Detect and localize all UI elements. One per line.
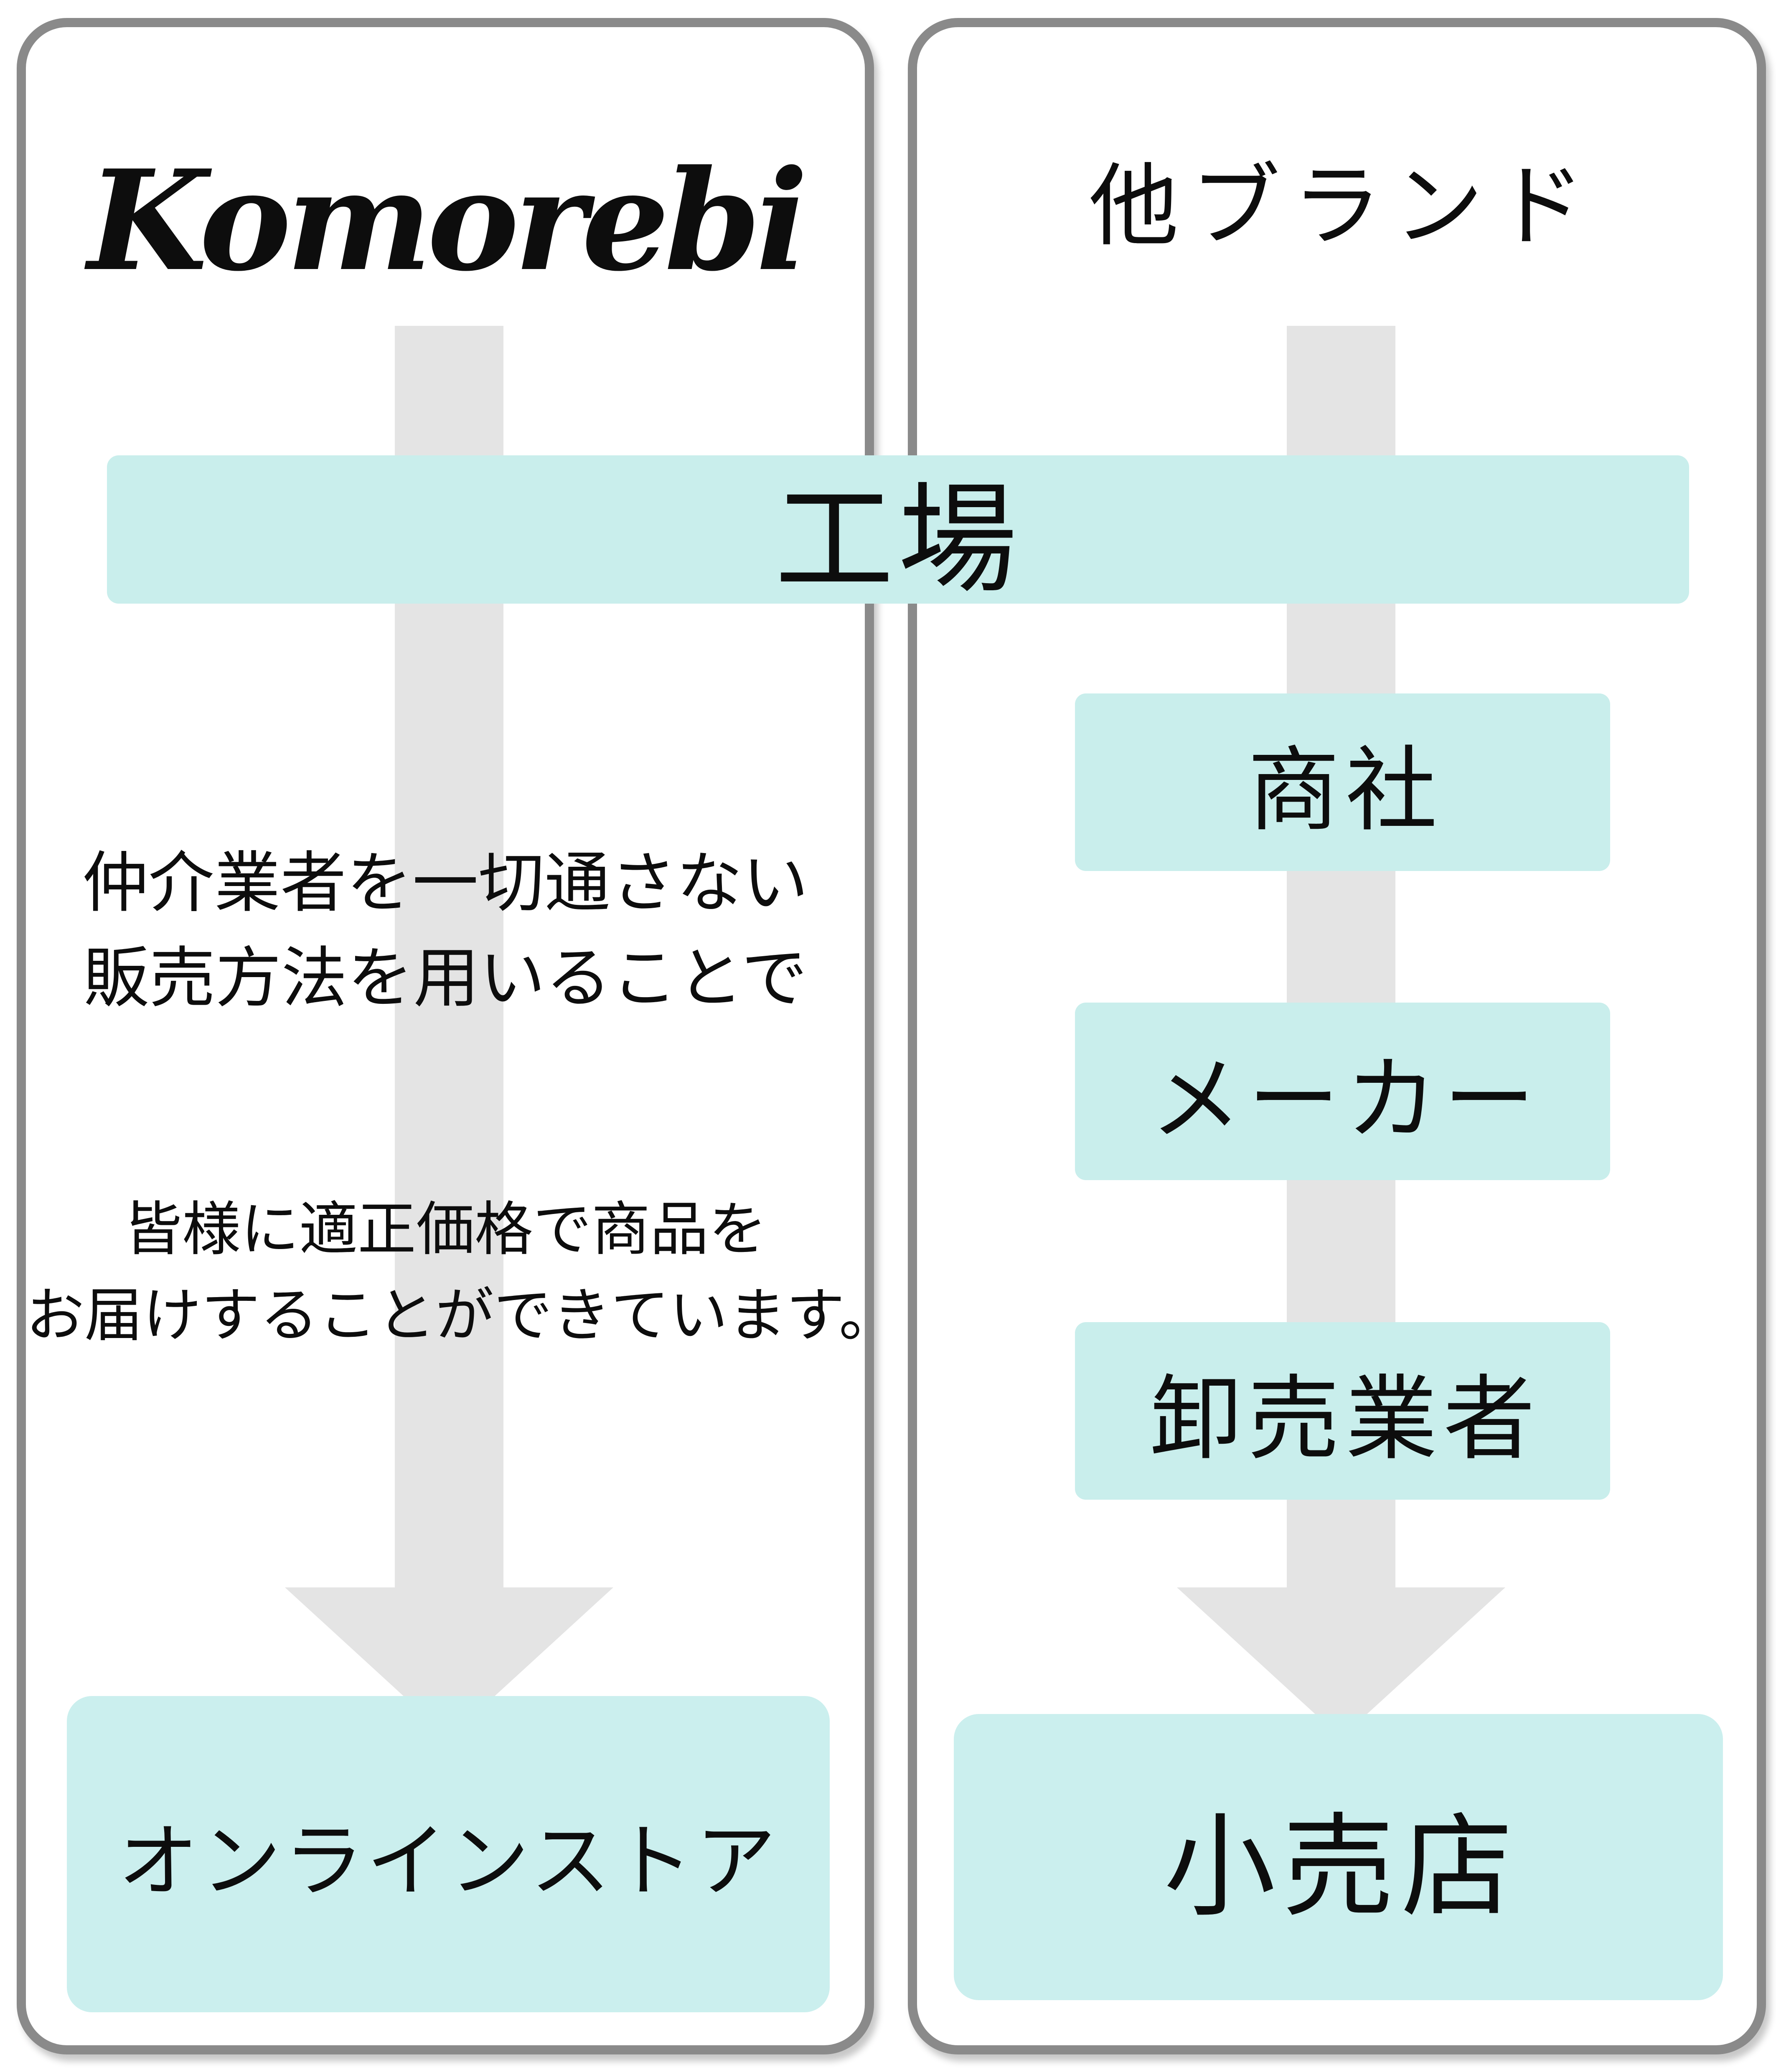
description-line: 販売方法を用いることで bbox=[83, 942, 808, 1015]
description-block-2: 皆様に適正価格で商品を お届けすることができています。 bbox=[26, 1186, 898, 1358]
retail-store-label: 小売店 bbox=[1164, 1804, 1520, 1930]
description-line: 皆様に適正価格で商品を bbox=[123, 1196, 767, 1262]
online-store-box: オンラインストア bbox=[67, 1696, 830, 2012]
step-label: 卸売業者 bbox=[1150, 1367, 1541, 1470]
step-box-trading-company: 商社 bbox=[1075, 693, 1610, 871]
factory-banner: 工場 bbox=[107, 455, 1689, 607]
other-brands-title: 他ブランド bbox=[1089, 156, 1597, 256]
description-line: お届けすることができています。 bbox=[26, 1282, 898, 1348]
step-label: メーカー bbox=[1150, 1048, 1541, 1151]
description-block-1: 仲介業者を一切通さない 販売方法を用いることで bbox=[26, 835, 865, 1026]
step-box-maker: メーカー bbox=[1075, 1003, 1610, 1180]
step-label: 商社 bbox=[1248, 739, 1443, 842]
komorebi-title: Komorebi bbox=[87, 140, 808, 302]
retail-store-box: 小売店 bbox=[954, 1714, 1723, 2000]
online-store-label: オンラインストア bbox=[118, 1816, 779, 1906]
factory-label: 工場 bbox=[775, 474, 1021, 607]
description-line: 仲介業者を一切通さない bbox=[82, 846, 808, 920]
step-box-wholesaler: 卸売業者 bbox=[1075, 1322, 1610, 1500]
